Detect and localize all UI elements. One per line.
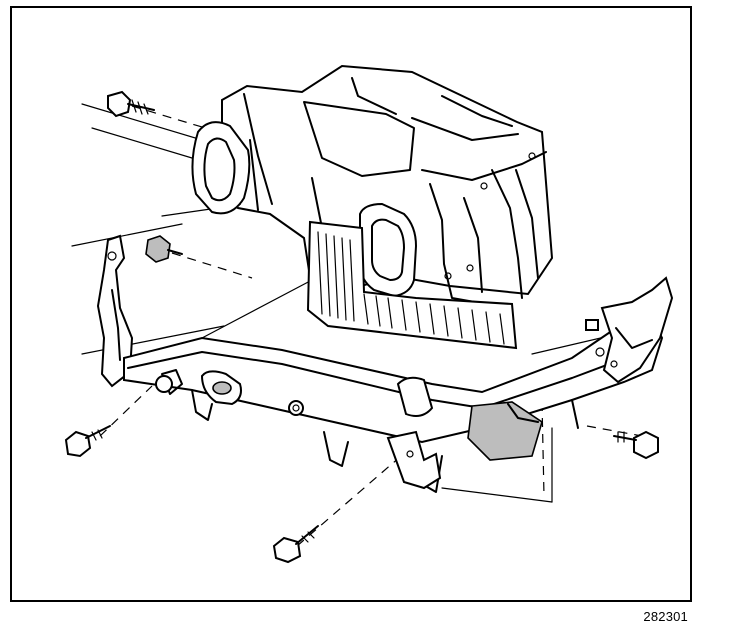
nut-upper-left bbox=[145, 235, 183, 263]
bolt-lower-left bbox=[64, 425, 111, 458]
bolt-top-left bbox=[107, 90, 155, 118]
lower-outline bbox=[441, 427, 553, 503]
exploded-assembly-diagram bbox=[64, 64, 674, 564]
evaporator-core bbox=[306, 220, 518, 350]
cross-support-beam bbox=[123, 276, 674, 493]
bolt-right bbox=[613, 430, 659, 460]
bolt-bottom-center bbox=[272, 525, 319, 564]
diagram-frame bbox=[10, 6, 692, 602]
duct-housing bbox=[191, 64, 554, 309]
alignment-dashes bbox=[99, 105, 643, 547]
figure-number: 282301 bbox=[643, 609, 688, 624]
lower-mount-tab bbox=[386, 430, 442, 490]
